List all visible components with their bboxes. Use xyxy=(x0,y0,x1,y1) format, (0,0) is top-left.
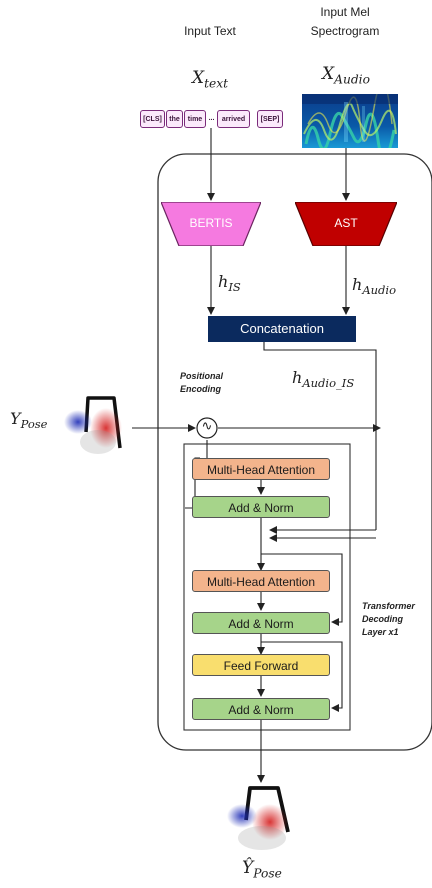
token-sep: [SEP] xyxy=(257,110,283,128)
token-time: time xyxy=(184,110,206,128)
token-the: the xyxy=(166,110,183,128)
mel-spectrogram-image xyxy=(302,94,398,148)
input-mel-title-line1: Input Mel xyxy=(320,5,370,19)
y-hat-pose-symbol: ŶPose xyxy=(242,858,282,881)
pose-input-image xyxy=(64,396,122,454)
pe-line1: Positional xyxy=(180,371,224,381)
h-audio-is-symbol: hAudio_IS xyxy=(292,368,355,391)
pe-line2: Encoding xyxy=(180,384,221,394)
positional-encoding-label: Positional Encoding xyxy=(180,370,223,396)
addnorm1-block: Add & Norm xyxy=(192,496,330,518)
mha1-block: Multi-Head Attention xyxy=(192,458,330,480)
mha2-block: Multi-Head Attention xyxy=(192,570,330,592)
h-is-symbol: hIS xyxy=(218,272,241,295)
token-cls: [CLS] xyxy=(140,110,165,128)
y-pose-symbol: YPose xyxy=(10,409,48,432)
concatenation-block: Concatenation xyxy=(208,316,356,342)
feedforward-block: Feed Forward xyxy=(192,654,330,676)
input-mel-title-line2: Spectrogram xyxy=(310,24,380,38)
token-arrived: arrived xyxy=(217,110,250,128)
layer-note-line2: Decoding xyxy=(362,614,404,624)
layer-note-line3: Layer x1 xyxy=(362,627,399,637)
token-ellipsis: ... xyxy=(208,115,215,122)
input-text-title: Input Text xyxy=(184,24,236,38)
ast-encoder: AST xyxy=(295,202,397,246)
layer-note-line1: Transformer xyxy=(362,601,415,611)
x-audio-symbol: XAudio xyxy=(322,64,370,87)
addnorm3-block: Add & Norm xyxy=(192,698,330,720)
addnorm2-block: Add & Norm xyxy=(192,612,330,634)
bertis-encoder: BERTIS xyxy=(161,202,261,246)
decoder-layer-label: Transformer Decoding Layer x1 xyxy=(362,600,415,639)
pose-output-image xyxy=(227,786,290,850)
x-text-symbol: Xtext xyxy=(192,68,229,91)
positional-encoding-symbol: ∿ xyxy=(201,419,213,434)
h-audio-symbol: hAudio xyxy=(352,275,397,298)
bertis-label: BERTIS xyxy=(189,216,233,230)
ast-label: AST xyxy=(334,216,358,230)
